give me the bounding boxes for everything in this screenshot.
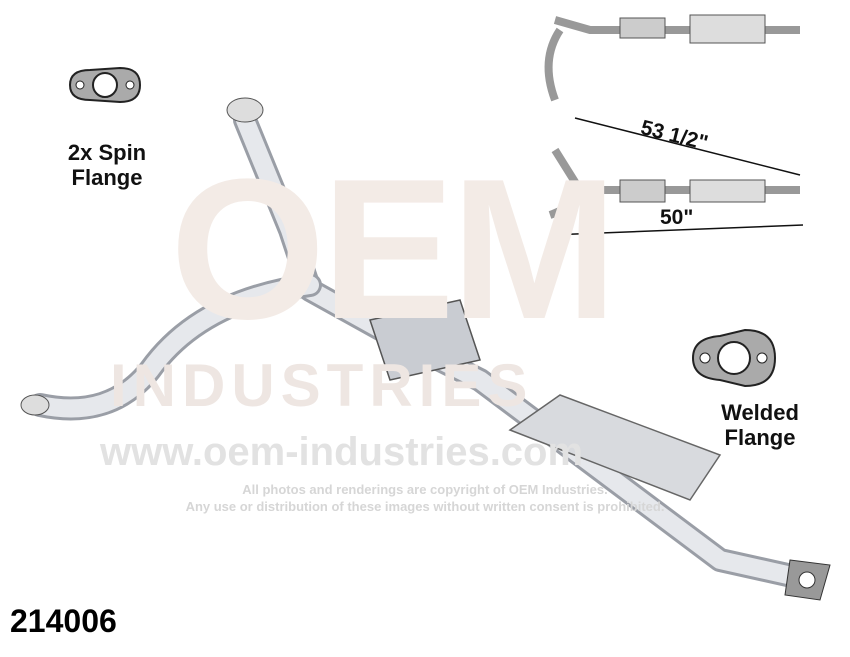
dimension-line-short bbox=[549, 224, 804, 236]
catalytic-converter bbox=[369, 299, 722, 501]
watermark-brand: OEM bbox=[170, 138, 618, 361]
welded-flange-icon bbox=[691, 328, 777, 388]
watermark-url: www.oem-industries.com bbox=[100, 430, 584, 474]
watermark-subtitle: INDUSTRIES bbox=[110, 352, 534, 419]
copyright-line-1: All photos and renderings are copyright … bbox=[242, 482, 608, 497]
spin-flange-icon bbox=[68, 66, 142, 104]
dimension-line-long bbox=[574, 117, 801, 176]
copyright-line-2: Any use or distribution of these images … bbox=[185, 499, 665, 514]
side-views bbox=[544, 14, 804, 236]
welded-flange-label: Welded Flange bbox=[721, 400, 799, 451]
part-number: 214006 bbox=[10, 603, 117, 639]
dimension-short: 50" bbox=[660, 206, 694, 229]
spin-flange-label: 2x Spin Flange bbox=[67, 140, 147, 191]
